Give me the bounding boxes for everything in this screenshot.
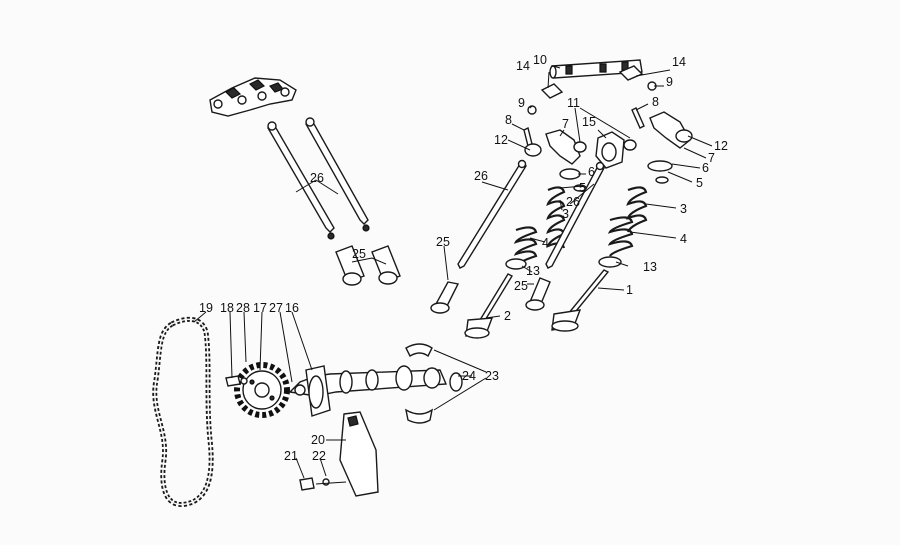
tappets-left [335,245,401,286]
callout-26: 26 [474,169,488,183]
camshaft [288,365,448,417]
callout-9: 9 [518,96,525,110]
callout-11: 11 [567,96,580,110]
callout-25: 25 [436,235,450,249]
callout-24: 24 [462,369,476,383]
callout-28: 28 [236,301,250,315]
valve-springs-left [505,186,566,270]
valve-springs-right [598,186,648,268]
callout-7: 7 [562,117,569,131]
callout-4: 4 [542,236,549,250]
callout-14: 14 [516,59,530,73]
callout-5: 5 [579,181,586,195]
callout-26: 26 [566,195,580,209]
callout-27: 27 [269,301,283,315]
callout-23: 23 [485,369,499,383]
callout-8: 8 [505,113,512,127]
callout-17: 17 [253,301,267,315]
callout-14: 14 [672,55,686,69]
rocker-assembly-left [209,77,297,117]
tappets-right [430,277,551,314]
callout-19: 19 [199,301,213,315]
callout-5: 5 [696,176,703,190]
spring-caps [559,160,673,192]
rocker-arms [524,111,693,169]
callout-8: 8 [652,95,659,109]
timing-chain [152,316,214,507]
callout-26: 26 [310,171,324,185]
callout-1: 1 [626,283,633,297]
callout-13: 13 [526,264,540,278]
valves [464,269,610,339]
callout-12: 12 [714,139,728,153]
chain-tensioner [299,411,379,497]
callout-3: 3 [562,207,569,221]
callout-6: 6 [702,161,709,175]
sprocket-bolt [225,375,248,387]
rocker-shaft [549,59,643,79]
callout-16: 16 [285,301,299,315]
callout-labels: 14 10 14 9 9 8 11 8 15 12 7 12 7 6 26 6 … [199,53,728,463]
callout-10: 10 [533,53,547,67]
callout-13: 13 [643,260,657,274]
timing-sprocket [234,362,290,418]
pushrods-right [457,159,605,269]
callout-12: 12 [494,133,508,147]
callout-7: 7 [708,151,715,165]
callout-9: 9 [666,75,673,89]
callout-22: 22 [312,449,326,463]
cam-bearings [405,343,463,424]
callout-25: 25 [352,247,366,261]
callout-18: 18 [220,301,234,315]
callout-21: 21 [284,449,298,463]
leader-lines [193,65,713,479]
callout-6: 6 [588,165,595,179]
callout-4: 4 [680,232,687,246]
callout-15: 15 [582,115,596,129]
callout-2: 2 [504,309,511,323]
rocker-blocks [540,65,644,99]
callout-3: 3 [680,202,687,216]
callout-25: 25 [514,279,528,293]
pushrods-left [267,117,370,240]
callout-20: 20 [311,433,325,447]
